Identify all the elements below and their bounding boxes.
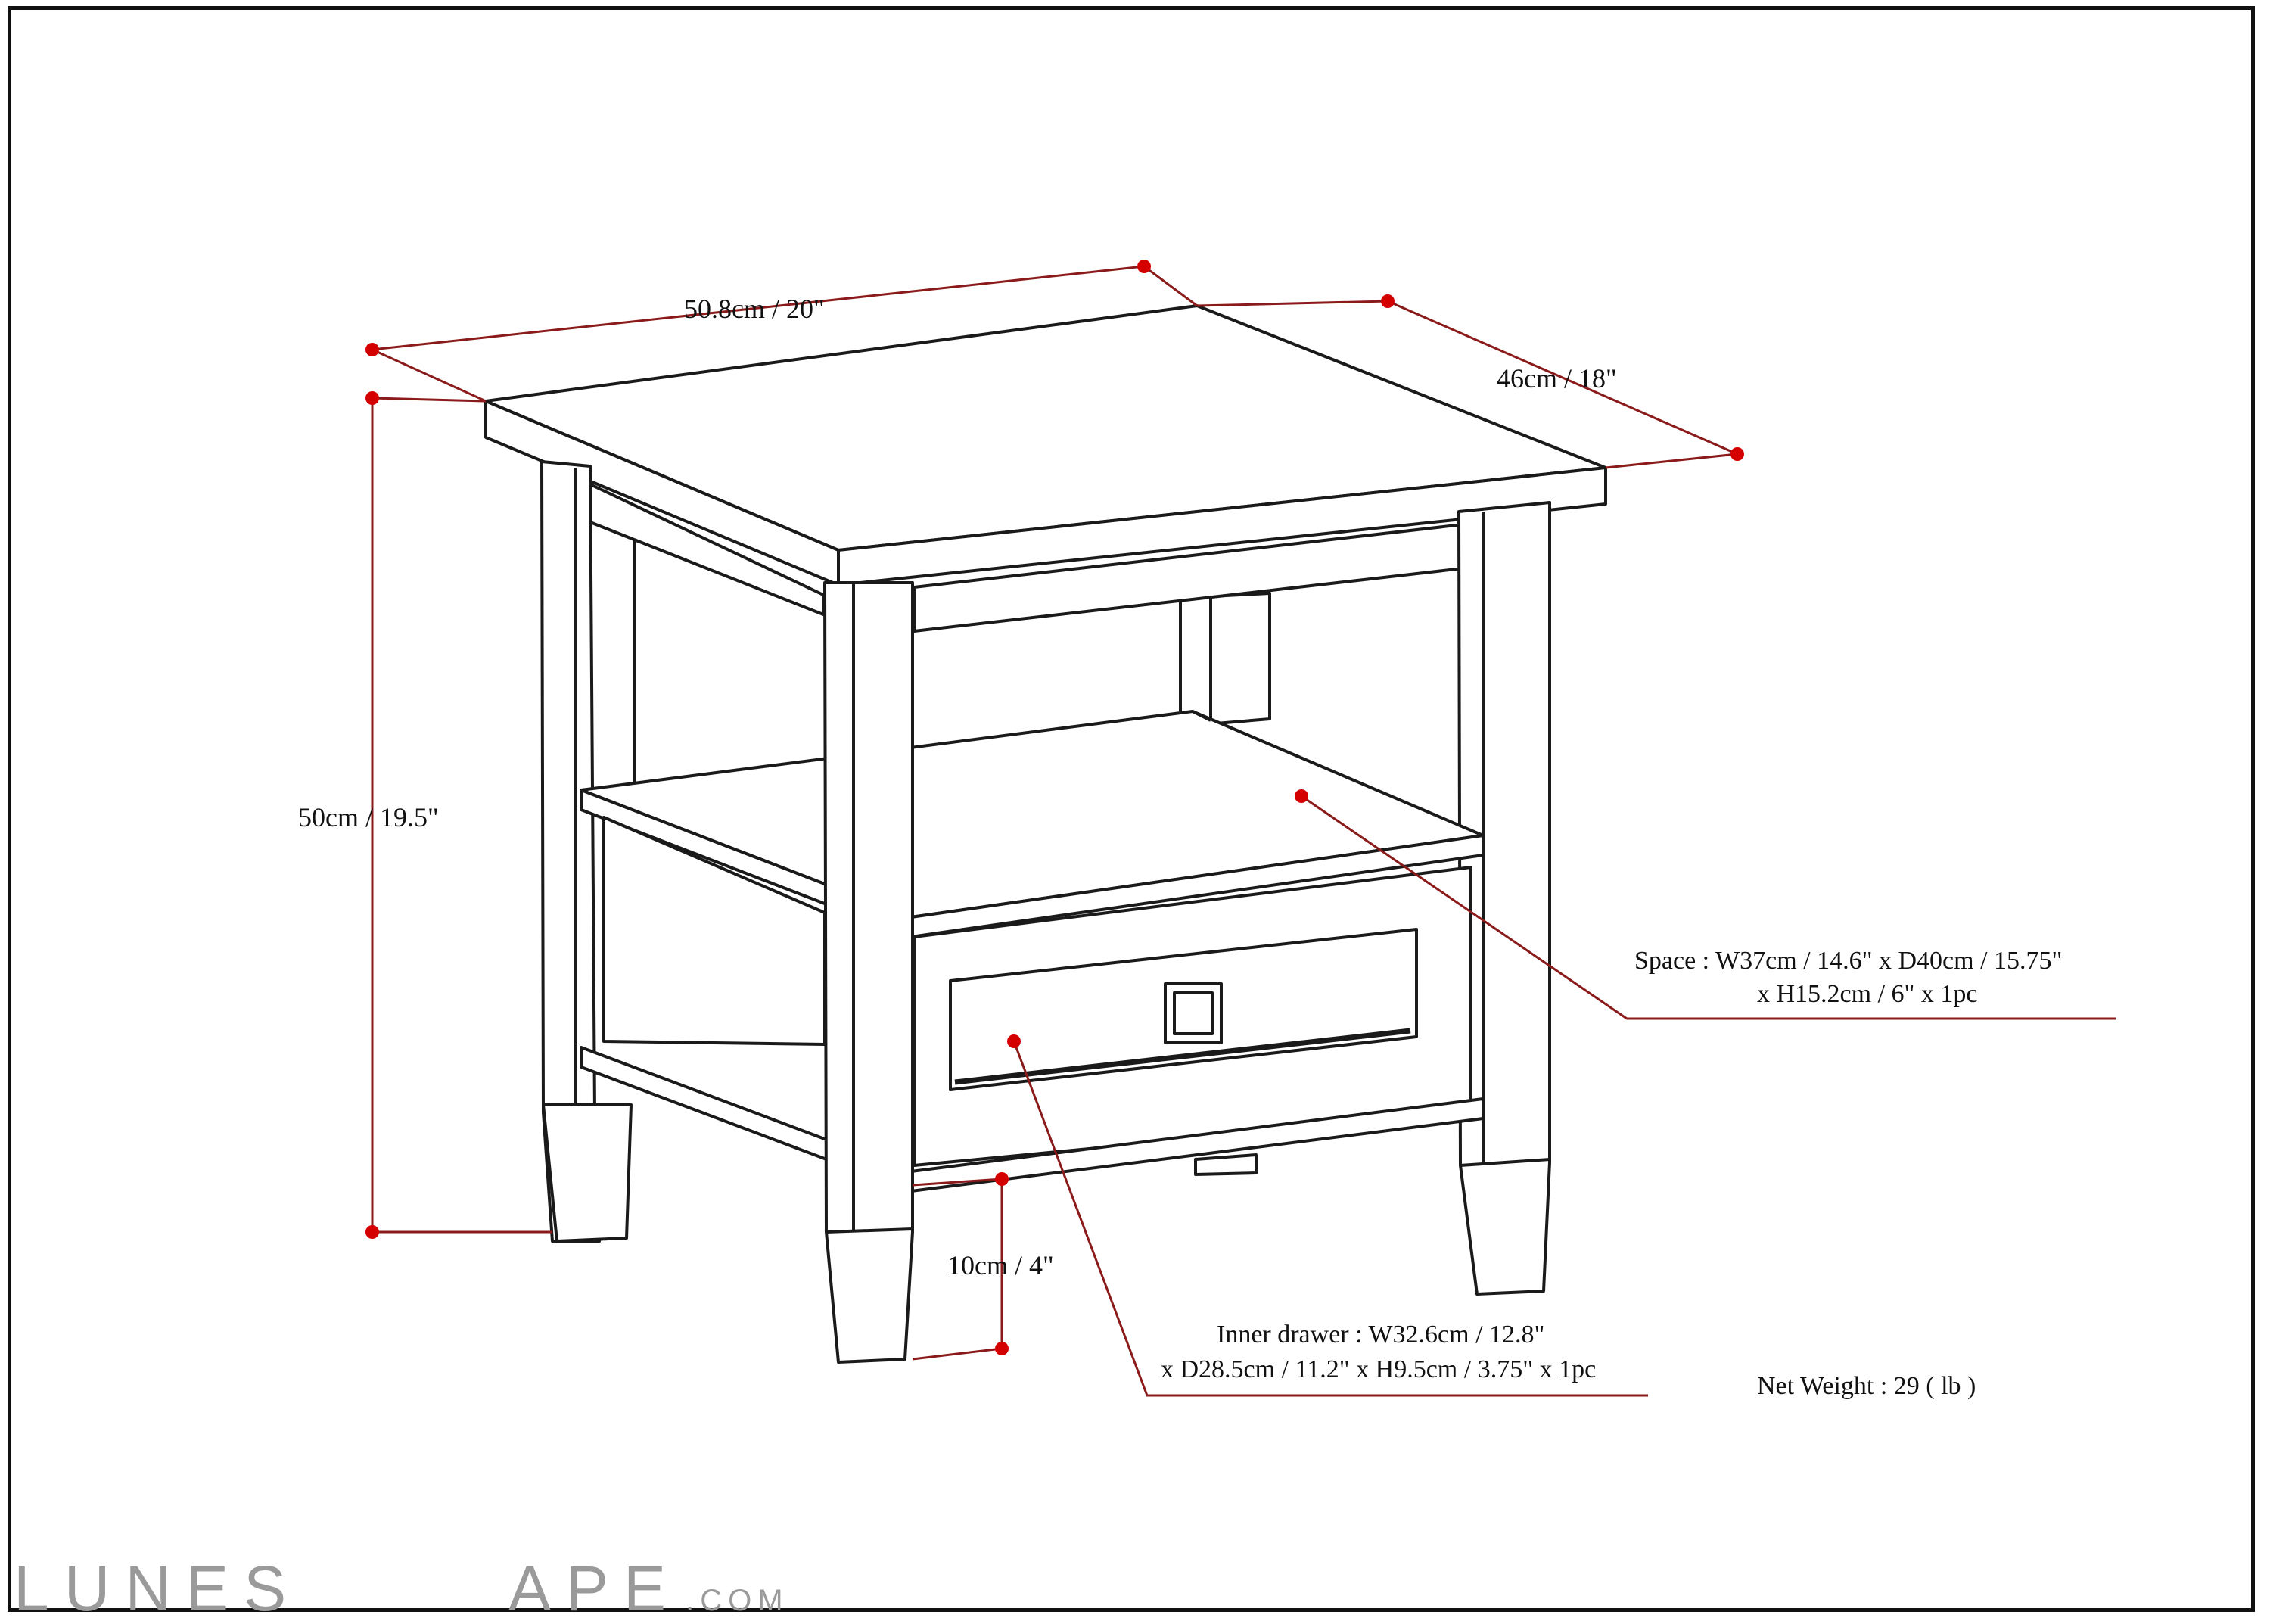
space-dot	[1295, 789, 1308, 803]
leg-height-label: 10cm / 4"	[947, 1250, 1054, 1280]
leg-dim-top-leader	[912, 1178, 1003, 1187]
depth-dim-bottom-leader	[1605, 453, 1738, 469]
drawer-label-line2: x D28.5cm / 11.2" x H9.5cm / 3.75" x 1pc	[1161, 1355, 1596, 1383]
leg-bottom-dot	[995, 1342, 1009, 1355]
depth-label: 46cm / 18"	[1497, 363, 1617, 394]
leg-dim-bottom-leader	[912, 1347, 1003, 1361]
height-bottom-dot	[365, 1225, 379, 1239]
back-left-foot	[542, 1103, 633, 1243]
brand-name-part1: LUNES	[14, 1553, 301, 1624]
depth-bottom-dot	[1730, 447, 1744, 461]
diagram-border	[8, 6, 2255, 1612]
width-right-dot	[1137, 260, 1151, 273]
end-table-drawing	[484, 304, 1607, 1364]
front-left-leg	[823, 581, 914, 1364]
leg-top-dot	[995, 1172, 1009, 1186]
dimension-lines	[371, 265, 2116, 1397]
space-label-line2: x H15.2cm / 6" x 1pc	[1757, 980, 1978, 1008]
front-left-leg-foot-line	[826, 1227, 913, 1234]
drawer-dot	[1007, 1034, 1021, 1048]
drawer-label-line1: Inner drawer : W32.6cm / 12.8"	[1217, 1321, 1544, 1349]
width-dim-line	[372, 265, 1145, 351]
width-left-dot	[365, 343, 379, 356]
width-dim-right-leader	[1143, 265, 1198, 307]
width-dim-left-leader	[372, 348, 487, 403]
tabletop-right-edge	[837, 466, 1607, 586]
height-label: 50cm / 19.5"	[298, 802, 439, 832]
space-label-line1: Space : W37cm / 14.6" x D40cm / 15.75"	[1634, 947, 2062, 975]
dimension-labels: 50.8cm / 20" 46cm / 18" 50cm / 19.5" 10c…	[298, 294, 2062, 1400]
drawer-handle-inner	[1173, 991, 1214, 1035]
height-top-dot	[365, 391, 379, 405]
space-callout-line	[1301, 795, 2116, 1020]
depth-dim-line	[1387, 300, 1738, 456]
shelf-back-line	[1192, 710, 1211, 722]
height-dim-top-leader	[372, 397, 487, 403]
drawer-face-shadow	[954, 1028, 1411, 1085]
front-right-leg-foot-line	[1460, 1158, 1550, 1167]
brand-suffix: .COM	[686, 1584, 788, 1617]
depth-dim-top-leader	[1196, 300, 1388, 307]
brand-logo: LUNES APE .COM	[14, 1553, 788, 1624]
drawer-callout-line	[1012, 1041, 1648, 1397]
crescent-moon-icon	[470, 1559, 508, 1608]
left-apron	[589, 483, 825, 616]
back-right-leg	[1179, 592, 1271, 728]
depth-top-dot	[1381, 294, 1395, 308]
net-weight-label: Net Weight : 29 ( lb )	[1757, 1372, 1976, 1400]
drawer-runner	[1194, 1153, 1258, 1176]
width-label: 50.8cm / 20"	[684, 294, 825, 324]
brand-name-part2: APE	[508, 1553, 681, 1624]
dimension-dots	[365, 260, 1744, 1355]
